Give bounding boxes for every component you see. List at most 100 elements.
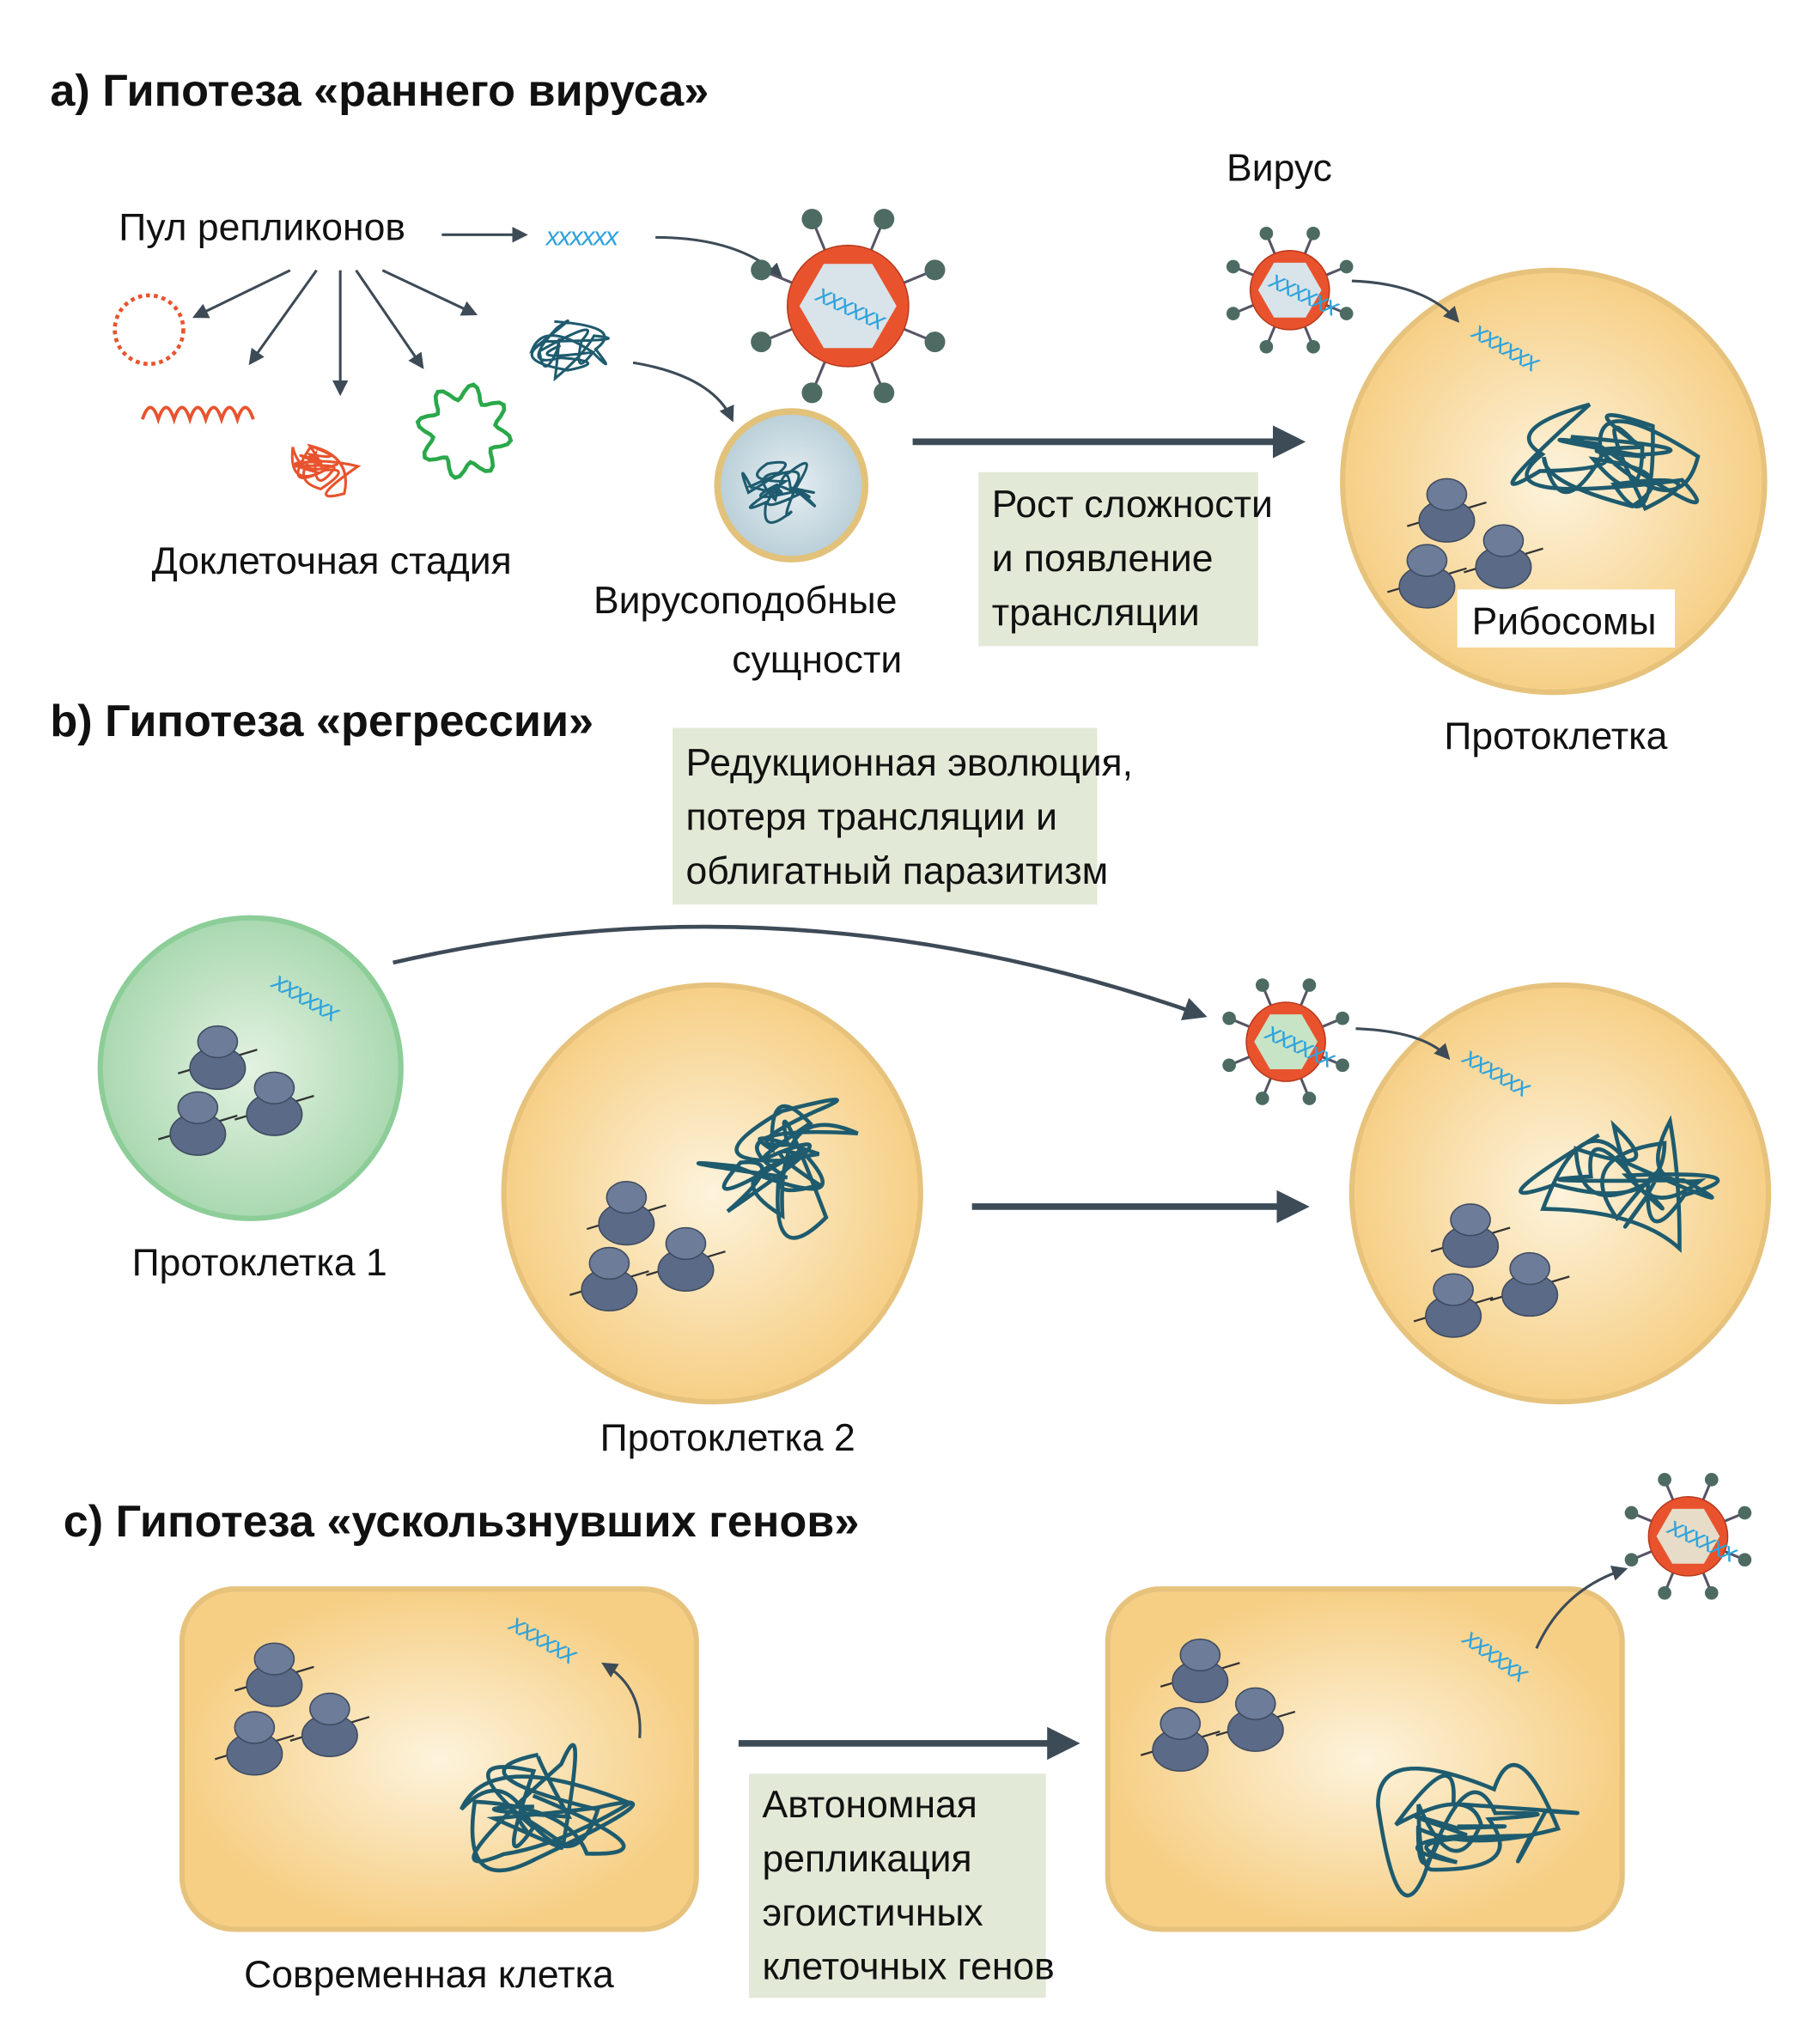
protocell-2-label: Протоклетка 2 bbox=[600, 1417, 855, 1459]
virus-spike-head bbox=[1255, 978, 1269, 992]
virus-spike-head bbox=[801, 382, 823, 404]
ribosome-icon bbox=[214, 1711, 295, 1776]
protocell-1: xxxxxx bbox=[97, 915, 404, 1221]
section-c-title: c) Гипотеза «ускользнувших генов» bbox=[64, 1497, 860, 1547]
virus-spike-head bbox=[1255, 1092, 1269, 1105]
virus-spike-head bbox=[1658, 1473, 1671, 1487]
arrow-regression bbox=[393, 924, 1208, 1021]
ribosome-small-subunit bbox=[309, 1692, 350, 1726]
virus-spike-head bbox=[1738, 1506, 1752, 1520]
ribosome-small-subunit bbox=[1426, 478, 1468, 511]
virus-spike-head bbox=[1624, 1506, 1639, 1520]
ribosome-small-subunit bbox=[1160, 1706, 1202, 1741]
virus-icon: xxxxxx bbox=[1226, 227, 1354, 354]
virus-like-label-1: Вирусоподобные bbox=[593, 580, 898, 622]
dna-fragment: xxxxxx bbox=[545, 222, 620, 252]
virus-core bbox=[1257, 262, 1322, 318]
ribosome-small-subunit bbox=[1406, 544, 1448, 577]
protocell-1-label: Протоклетка 1 bbox=[132, 1242, 387, 1284]
arrow-virus-to-cell bbox=[1351, 279, 1460, 323]
genome-tangle bbox=[1519, 1115, 1720, 1254]
reduction-box-line: облигатный паразитизм bbox=[685, 850, 1108, 892]
genome-tangle bbox=[1376, 1762, 1580, 1898]
virus-spike-head bbox=[1259, 339, 1274, 354]
virus-spike-head bbox=[1226, 307, 1240, 320]
genome-tangle bbox=[460, 1743, 636, 1873]
ribosome-small-subunit bbox=[197, 1025, 239, 1059]
virus-like-label-2: сущности bbox=[732, 639, 902, 681]
ribosomes-label: Рибосомы bbox=[1472, 601, 1657, 643]
ribosome-icon bbox=[586, 1181, 667, 1246]
ribosome-small-subunit bbox=[1509, 1251, 1550, 1286]
ribosome-small-subunit bbox=[1482, 524, 1525, 557]
growth-box: Рост сложности и появление трансляции bbox=[978, 471, 1273, 647]
ribosome-icon bbox=[289, 1692, 370, 1758]
virus-icon: xxxxxx bbox=[751, 209, 946, 404]
virus-spike-head bbox=[924, 332, 946, 353]
ribosome-small-subunit bbox=[1450, 1203, 1491, 1237]
arrow-gene-escape bbox=[601, 1662, 642, 1738]
virus-spike-head bbox=[1658, 1585, 1671, 1600]
ribosome-icon bbox=[157, 1091, 238, 1156]
tangled-replicon-dark bbox=[528, 319, 610, 382]
autonomous-box-line: эгоистичных bbox=[763, 1892, 983, 1934]
virus-spike-head bbox=[801, 209, 823, 230]
virus-spike-head bbox=[873, 209, 895, 230]
virus-icon: xxxxxx bbox=[1222, 978, 1349, 1105]
virus-spike-head bbox=[1302, 1092, 1317, 1105]
growth-box-line: и появление bbox=[992, 538, 1214, 580]
ribosome-small-subunit bbox=[1433, 1273, 1474, 1306]
ribosome-small-subunit bbox=[253, 1071, 295, 1104]
ribosome-small-subunit bbox=[253, 1642, 295, 1676]
ribosome-small-subunit bbox=[588, 1246, 630, 1281]
ribosome-icon bbox=[1464, 524, 1543, 589]
genome-tangle bbox=[696, 1098, 859, 1240]
reduction-box-line: потеря трансляции и bbox=[685, 796, 1057, 838]
virus-spike-head bbox=[1336, 1011, 1349, 1025]
protocell-label: Протоклетка bbox=[1444, 715, 1667, 757]
virus-core bbox=[1656, 1508, 1720, 1564]
reduction-box-line: Редукционная эволюция, bbox=[685, 742, 1133, 784]
virus-icon: xxxxxx bbox=[1624, 1473, 1752, 1600]
arrow-to-virus-like bbox=[632, 361, 734, 423]
linear-replicon-red bbox=[141, 405, 255, 425]
ribosomes-label-bg bbox=[1457, 589, 1676, 648]
ribosome-small-subunit bbox=[177, 1091, 219, 1124]
virus-spike-head bbox=[1624, 1553, 1639, 1566]
ribosome-icon bbox=[1413, 1273, 1494, 1338]
precellular-stage-label: Доклеточная стадия bbox=[152, 540, 512, 582]
virus-spike-head bbox=[1226, 259, 1240, 274]
reduction-box: Редукционная эволюция, потеря трансляции… bbox=[673, 727, 1133, 905]
growth-box-line: трансляции bbox=[992, 592, 1200, 634]
genome-tangle bbox=[1510, 402, 1701, 512]
virus-spike-head bbox=[873, 382, 895, 404]
ribosome-icon bbox=[1387, 544, 1467, 609]
ribosome-icon bbox=[1215, 1687, 1296, 1752]
ribosome-icon bbox=[1140, 1706, 1220, 1772]
genome-tangle bbox=[741, 460, 817, 524]
section-a-title: a) Гипотеза «раннего вируса» bbox=[50, 66, 709, 116]
genome-tangle bbox=[528, 319, 610, 382]
pool-arrows bbox=[192, 269, 478, 397]
section-b-title: b) Гипотеза «регрессии» bbox=[50, 697, 593, 746]
arrow-gene-to-virus bbox=[1535, 1565, 1628, 1649]
virus-label: Вирус bbox=[1227, 147, 1332, 189]
circular-replicon-red bbox=[113, 293, 186, 367]
tangled-replicon-red bbox=[290, 443, 362, 498]
ribosome-icon bbox=[1160, 1638, 1240, 1704]
growth-box-line: Рост сложности bbox=[992, 484, 1273, 526]
autonomous-box: Автономная репликация эгоистичных клеточ… bbox=[749, 1773, 1055, 1998]
ribosome-small-subunit bbox=[606, 1181, 648, 1214]
autonomous-box-line: Автономная bbox=[763, 1784, 977, 1826]
protocell-b-result: xxxxxx bbox=[1348, 982, 1772, 1405]
virus-spike-head bbox=[751, 332, 772, 353]
protocell-a: xxxxxx bbox=[1340, 267, 1768, 696]
virus-spike-head bbox=[1302, 978, 1317, 992]
virus-spike-head bbox=[1306, 227, 1320, 240]
ribosome-icon bbox=[1430, 1203, 1511, 1268]
modern-cell-label: Современная клетка bbox=[244, 1954, 614, 1996]
ribosome-icon bbox=[177, 1025, 258, 1091]
ribosome-small-subunit bbox=[1179, 1638, 1221, 1672]
virus-spike-head bbox=[1339, 307, 1354, 320]
